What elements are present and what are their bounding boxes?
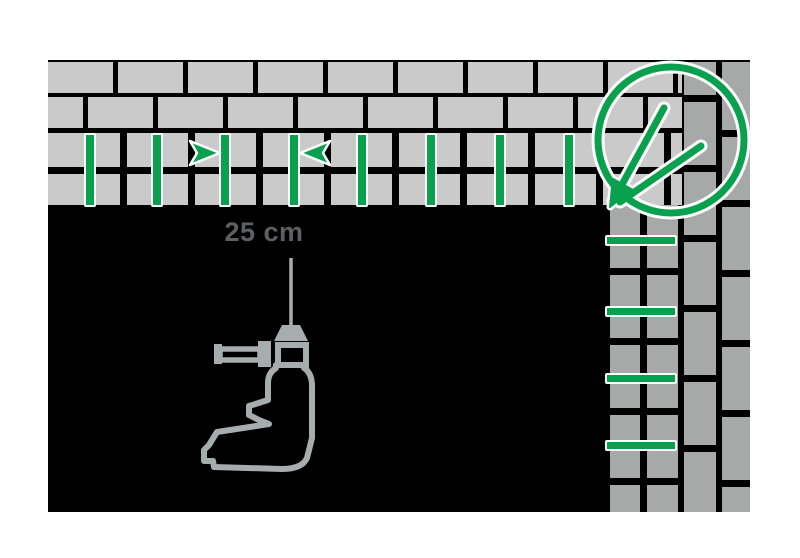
tile-column-strip-2 [647, 205, 678, 512]
drill-mark-horizontal [605, 373, 677, 384]
drill-mark-horizontal [605, 440, 677, 451]
drill-mark-vertical [356, 133, 368, 207]
drill-mark-vertical [563, 133, 575, 207]
corner-highlight-circle-icon [591, 60, 751, 220]
tile-column-strip-1 [610, 205, 640, 512]
drill-mark-vertical [288, 133, 300, 207]
drill-mark-horizontal [605, 306, 677, 317]
tile-band-row-1 [48, 62, 682, 93]
tile-column-strip-3 [684, 62, 716, 512]
drill-mark-vertical [425, 133, 437, 207]
drill-mark-vertical [494, 133, 506, 207]
drill-mark-horizontal [605, 235, 677, 246]
drill-mark-vertical [84, 133, 96, 207]
drill-mark-vertical [151, 133, 163, 207]
drill-icon [201, 258, 315, 472]
arrow-left-icon [298, 139, 332, 167]
arrow-right-icon [188, 139, 222, 167]
measurement-label: 25 cm [224, 217, 304, 247]
drill-mark-vertical [219, 133, 231, 207]
tile-band-row-2 [48, 97, 682, 128]
